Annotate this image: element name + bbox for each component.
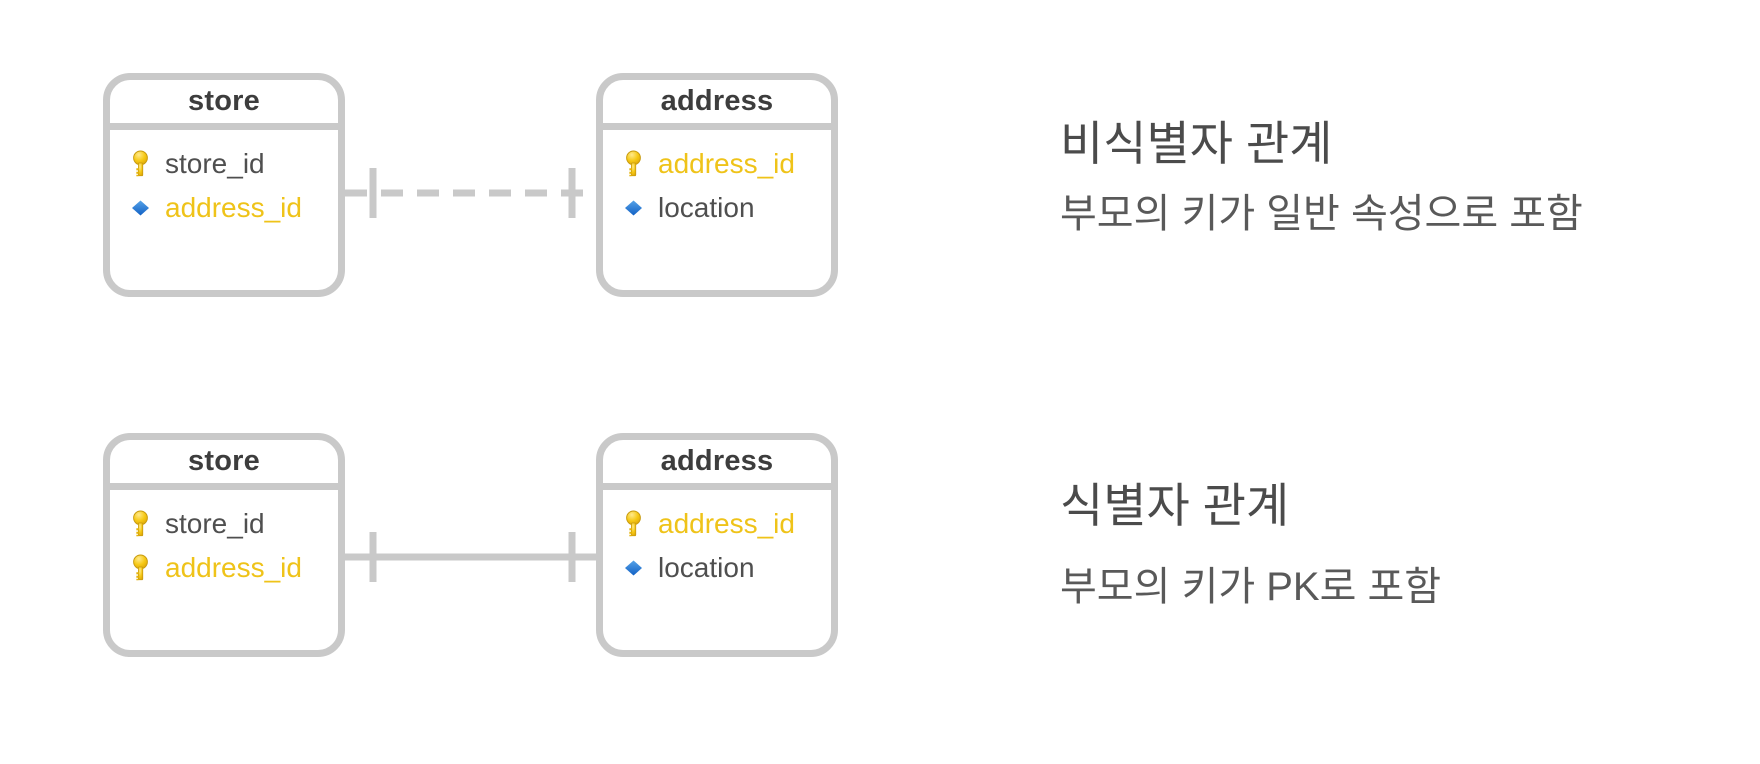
attribute-row: location <box>603 186 831 230</box>
attribute-label: address_id <box>165 192 302 223</box>
key-icon <box>623 509 643 539</box>
attribute-label: address_id <box>658 508 795 539</box>
attribute-label: store_id <box>165 508 265 539</box>
caption-title-identifying: 식별자 관계 <box>1060 479 1290 532</box>
caption-title-non-identifying: 비식별자 관계 <box>1060 117 1333 170</box>
attribute-list: address_id location <box>603 490 831 590</box>
connector-dashed <box>345 166 596 220</box>
attribute-label: store_id <box>165 148 265 179</box>
entity-store-bottom: store store_id address_id <box>103 433 345 657</box>
key-icon <box>130 509 150 539</box>
diamond-icon <box>623 200 643 216</box>
key-icon <box>130 553 150 583</box>
entity-header: store <box>110 80 338 130</box>
attribute-list: address_id location <box>603 130 831 230</box>
attribute-row: store_id <box>110 502 338 546</box>
attribute-list: store_id address_id <box>110 130 338 230</box>
attribute-label: address_id <box>658 148 795 179</box>
entity-store-top: store store_id address_id <box>103 73 345 297</box>
entity-title: address <box>660 85 774 117</box>
entity-title: store <box>188 85 260 117</box>
attribute-row: store_id <box>110 142 338 186</box>
key-icon <box>130 149 150 179</box>
entity-header: store <box>110 440 338 490</box>
caption-subtitle-identifying: 부모의 키가 PK로 포함 <box>1060 565 1442 609</box>
entity-title: store <box>188 445 260 477</box>
entity-address-bottom: address address_id location <box>596 433 838 657</box>
attribute-row: address_id <box>110 186 338 230</box>
entity-address-top: address address_id location <box>596 73 838 297</box>
connector-solid <box>345 530 596 584</box>
entity-title: address <box>660 445 774 477</box>
attribute-label: location <box>658 192 755 223</box>
entity-header: address <box>603 440 831 490</box>
attribute-list: store_id address_id <box>110 490 338 590</box>
attribute-row: address_id <box>603 142 831 186</box>
attribute-row: location <box>603 546 831 590</box>
attribute-row: address_id <box>110 546 338 590</box>
attribute-label: location <box>658 552 755 583</box>
caption-subtitle-non-identifying: 부모의 키가 일반 속성으로 포함 <box>1060 192 1583 236</box>
entity-header: address <box>603 80 831 130</box>
attribute-row: address_id <box>603 502 831 546</box>
key-icon <box>623 149 643 179</box>
diamond-icon <box>130 200 150 216</box>
attribute-label: address_id <box>165 552 302 583</box>
diamond-icon <box>623 560 643 576</box>
